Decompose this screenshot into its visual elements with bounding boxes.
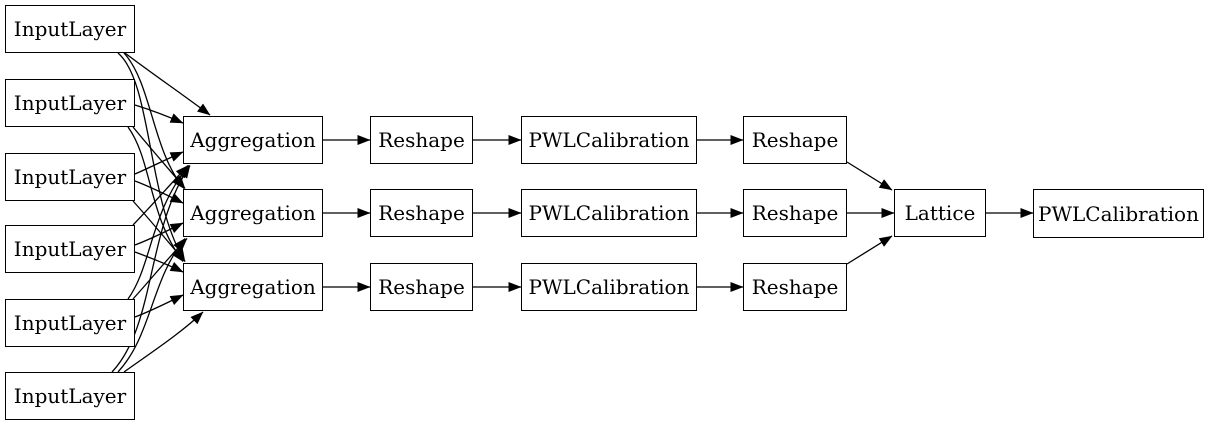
edge-il2-agg2 — [132, 126, 186, 189]
node-lattice: Lattice — [894, 189, 986, 237]
node-reshape-b3: Reshape — [743, 263, 847, 311]
node-aggregation-2: Aggregation — [183, 189, 323, 237]
node-label: Reshape — [751, 275, 839, 299]
node-label: PWLCalibration — [528, 275, 690, 299]
node-reshape-a2: Reshape — [370, 189, 473, 237]
edge-il4-agg3 — [134, 251, 184, 273]
node-reshape-a1: Reshape — [370, 116, 473, 164]
edge-il2-agg3 — [127, 126, 184, 262]
node-label: InputLayer — [13, 165, 127, 189]
node-input-layer-6: InputLayer — [5, 372, 135, 420]
node-label: InputLayer — [13, 91, 127, 115]
edge-il6-agg1 — [111, 165, 191, 373]
edge-il6-agg3 — [123, 311, 204, 373]
edge-il3-agg2 — [134, 180, 184, 204]
edge-rs3b-lattice — [846, 235, 893, 265]
node-label: InputLayer — [13, 311, 127, 335]
node-aggregation-1: Aggregation — [183, 116, 323, 164]
edge-il3-agg3 — [132, 200, 186, 262]
edge-il3-agg1 — [134, 151, 184, 175]
edge-il2-agg1 — [134, 104, 184, 124]
node-reshape-b2: Reshape — [743, 189, 847, 237]
node-label: Lattice — [904, 201, 976, 225]
node-label: PWLCalibration — [528, 128, 690, 152]
node-input-layer-3: InputLayer — [5, 153, 135, 201]
edge-il5-agg1 — [127, 165, 190, 300]
node-reshape-b1: Reshape — [743, 116, 847, 164]
edge-il1-agg1 — [124, 52, 211, 116]
node-label: Reshape — [378, 275, 465, 299]
node-pwl-calibration-output: PWLCalibration — [1033, 189, 1204, 238]
node-label: PWLCalibration — [528, 201, 690, 225]
node-label: Reshape — [378, 201, 465, 225]
edge-il1-agg3 — [117, 52, 186, 262]
node-label: PWLCalibration — [1038, 201, 1199, 226]
node-pwl-calibration-3: PWLCalibration — [521, 263, 697, 311]
node-label: InputLayer — [13, 384, 127, 408]
node-pwl-calibration-1: PWLCalibration — [521, 116, 697, 164]
edge-il5-agg3 — [134, 294, 184, 318]
node-label: InputLayer — [13, 17, 127, 41]
edge-rs1b-lattice — [846, 161, 893, 191]
node-label: Aggregation — [190, 201, 316, 225]
edge-il6-agg2 — [117, 238, 186, 373]
node-label: Reshape — [378, 128, 465, 152]
node-label: Aggregation — [190, 275, 316, 299]
node-input-layer-2: InputLayer — [5, 79, 135, 127]
node-label: Reshape — [751, 201, 839, 225]
node-reshape-a3: Reshape — [370, 263, 473, 311]
node-aggregation-3: Aggregation — [183, 263, 323, 311]
node-pwl-calibration-2: PWLCalibration — [521, 189, 697, 237]
node-label: InputLayer — [13, 237, 127, 261]
node-label: Aggregation — [190, 128, 316, 152]
node-label: Reshape — [751, 128, 839, 152]
node-input-layer-1: InputLayer — [5, 5, 135, 53]
node-input-layer-5: InputLayer — [5, 299, 135, 347]
node-input-layer-4: InputLayer — [5, 225, 135, 273]
edge-il1-agg2 — [123, 52, 185, 189]
edge-il4-agg2 — [134, 222, 184, 246]
